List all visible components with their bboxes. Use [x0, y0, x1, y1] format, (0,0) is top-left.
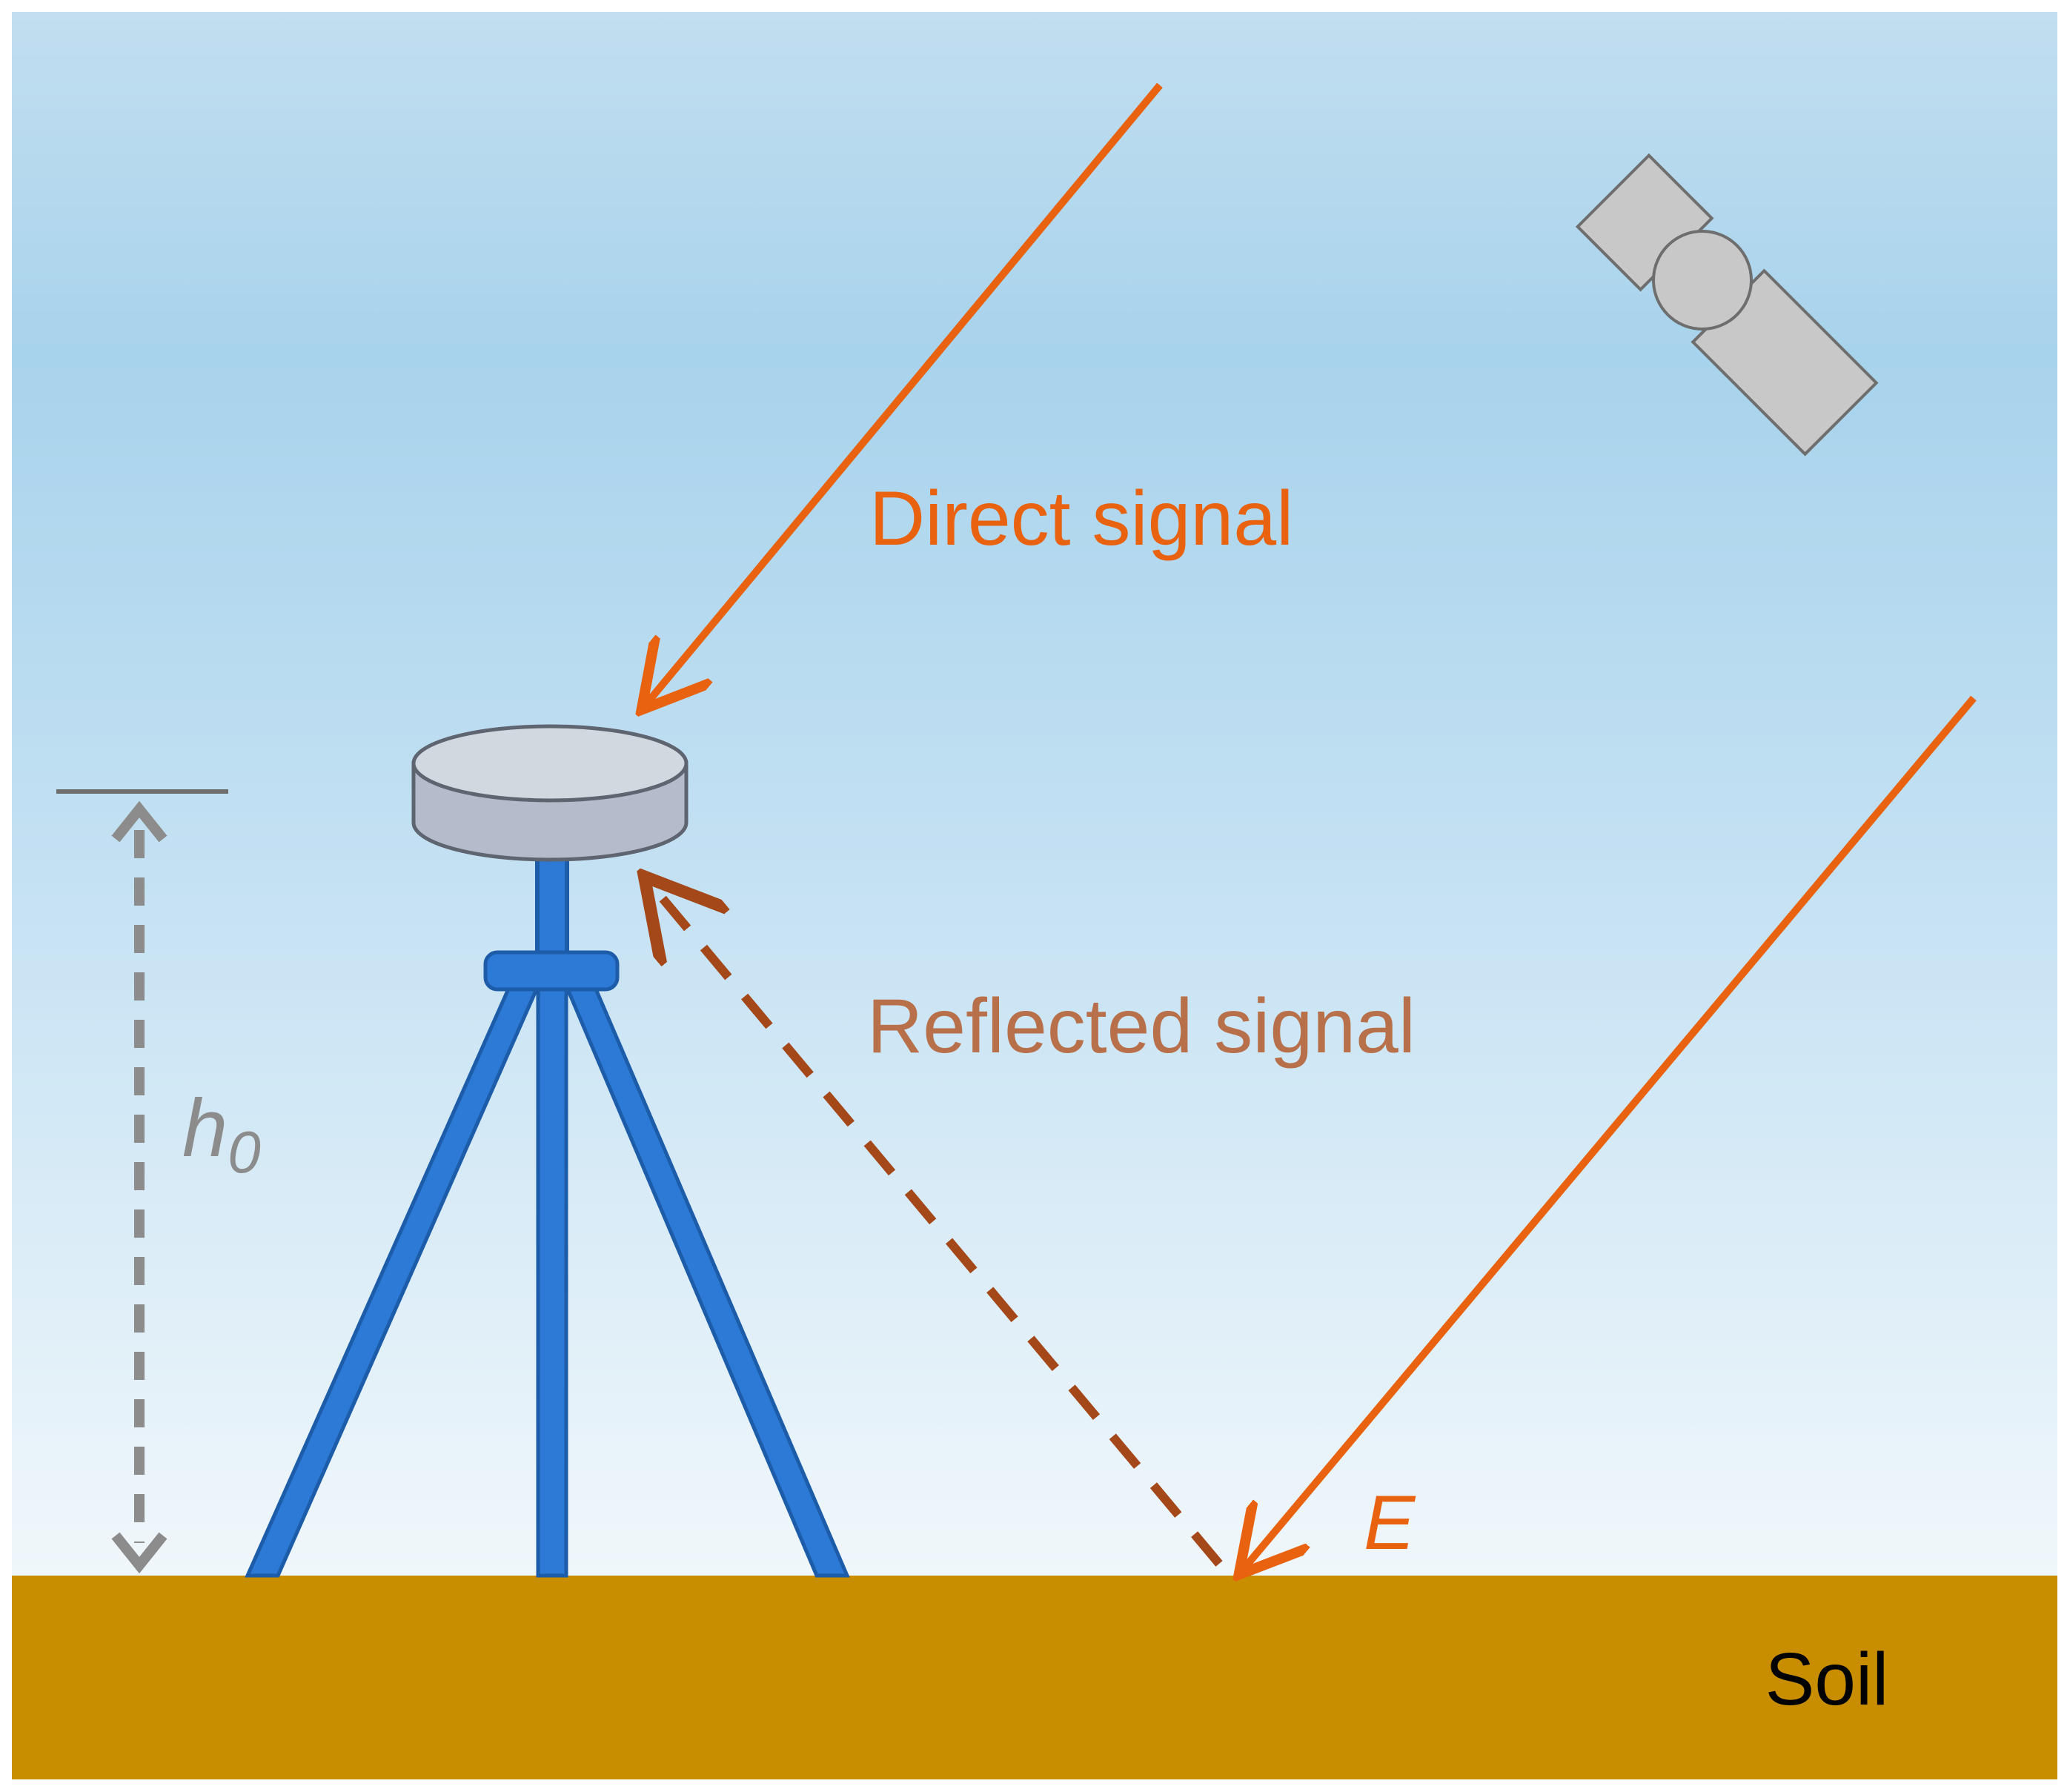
antenna-height-subscript: 0 [228, 1119, 261, 1185]
antenna-height-label: h0 [182, 1083, 261, 1185]
gnss-antenna-icon [411, 724, 689, 862]
soil-label: Soil [1765, 1638, 1889, 1721]
height-arrow-head-down [111, 1532, 167, 1574]
reflected-signal-label: Reflected signal [867, 983, 1416, 1069]
direct-signal-label: Direct signal [869, 476, 1293, 562]
soil-layer [12, 1576, 2057, 1779]
height-arrow-head-up [111, 800, 167, 843]
antenna-height-symbol: h [182, 1083, 228, 1174]
satellite-icon [1575, 153, 1879, 457]
direct-signal-arrow [646, 82, 1163, 704]
tripod-icon [245, 860, 850, 1578]
reflected-signal-arrow [650, 883, 1223, 1567]
elevation-angle-label: E [1364, 1480, 1416, 1566]
incident-signal-arrow [1244, 695, 1977, 1569]
